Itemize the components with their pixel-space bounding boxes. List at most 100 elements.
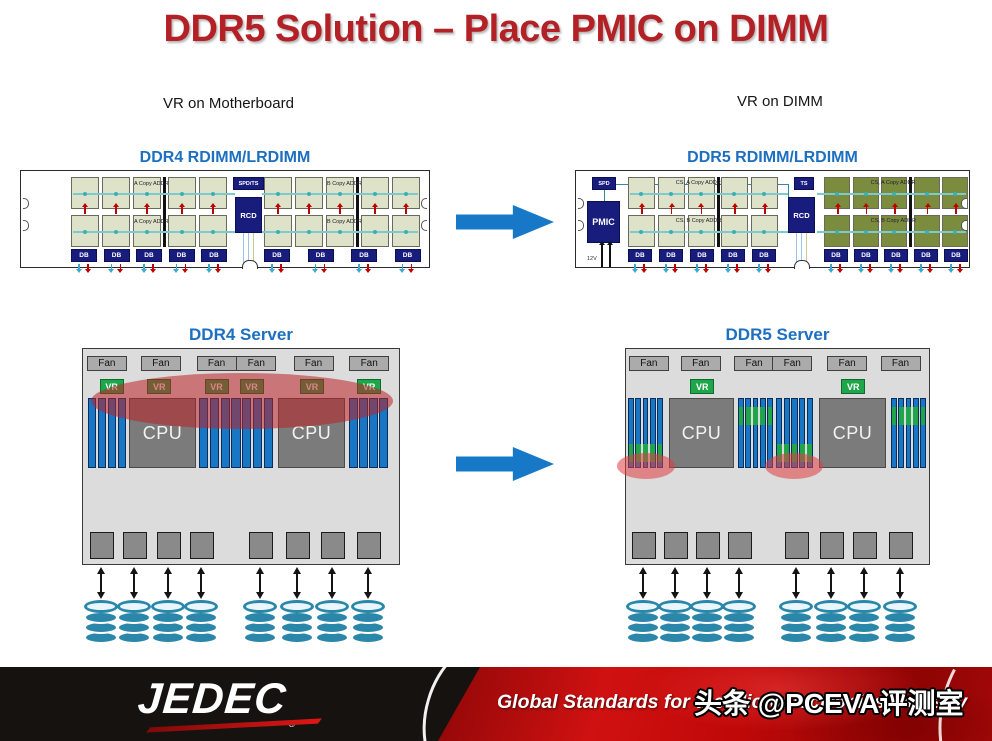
bus-dot (276, 191, 280, 196)
bus-dot (953, 191, 958, 196)
edge-notch (578, 220, 584, 231)
footer: JEDEC® Global Standards for the Microele… (0, 667, 992, 741)
power-arrow-icon (119, 264, 121, 269)
data-arrow-icon (727, 264, 729, 269)
bus-dot (953, 229, 958, 234)
bus-dot (835, 229, 839, 234)
io-arrow-icon (674, 574, 677, 592)
power-arrow-icon (367, 264, 369, 269)
rank-divider (356, 177, 359, 247)
power-arrow-icon (410, 264, 412, 269)
data-arrow-icon (830, 264, 832, 269)
power-arrow-icon (959, 264, 961, 269)
pmic-segment (776, 443, 782, 462)
power-arrow-icon (837, 207, 839, 214)
disk-stack (722, 600, 757, 646)
data-arrow-icon (314, 264, 316, 269)
chip-label: CS, A Copy ADDR (675, 180, 721, 186)
dimm-bar (88, 398, 97, 468)
jedec-logo: JEDEC® (136, 675, 322, 733)
data-arrow-icon (890, 264, 892, 269)
data-arrow-icon (920, 264, 922, 269)
pmic-segment (906, 407, 911, 425)
pmic-segment (635, 443, 641, 462)
bus-dot (762, 191, 767, 196)
disk-ring (84, 600, 119, 613)
pmic-input-arrow-icon (601, 245, 603, 267)
chip-label: CS, A Copy ADDR (870, 180, 916, 186)
address-bus (73, 231, 235, 233)
pmic-segment (753, 407, 758, 425)
disk-stack (847, 600, 882, 646)
footer-tagline: Global Standards for the Microelectronic… (497, 691, 968, 713)
db-chip: DB (914, 249, 938, 262)
data-arrow-icon (110, 264, 112, 269)
db-chip: DB (854, 249, 878, 262)
fan-box: Fan (236, 356, 277, 371)
power-arrow-icon (280, 264, 282, 269)
cpu-box: CPU (669, 398, 734, 468)
pmic-highlight-ellipse (765, 453, 823, 479)
data-arrow-icon (208, 264, 210, 269)
address-bus (630, 193, 788, 195)
bus-dot (338, 229, 342, 234)
data-arrow-icon (860, 264, 862, 269)
db-chip: DB (307, 249, 334, 262)
power-arrow-icon (767, 264, 769, 269)
rank-divider (716, 177, 720, 247)
power-arrow-icon (705, 264, 707, 269)
ddr5-dimm-diagram: CS, A Copy ADDR CS, B Copy ADDR CS, A Copy… (575, 170, 970, 269)
db-chip: DB (690, 249, 714, 262)
chip-label: CS, B Copy ADDR (870, 218, 917, 224)
bus-dot (732, 191, 737, 196)
disk-stack (314, 600, 349, 646)
io-arrow-icon (200, 574, 203, 592)
data-arrow-icon (758, 264, 760, 269)
transition-arrow-icon (456, 447, 554, 481)
edge-notch (23, 220, 29, 231)
io-arrow-icon (898, 574, 901, 592)
fan-box: Fan (140, 356, 181, 371)
bus-dot (762, 229, 767, 234)
bus-dot (373, 191, 377, 196)
address-bus (817, 193, 966, 195)
power-arrow-icon (734, 207, 736, 214)
dimm-bar (905, 398, 912, 468)
rcd-trace (806, 233, 807, 263)
bus-dot (180, 191, 184, 196)
edge-notch (421, 198, 427, 209)
dimm-bar (759, 398, 766, 468)
pmic-highlight-ellipse (616, 453, 675, 479)
power-arrow-icon (217, 264, 219, 269)
rcd-trace (801, 233, 802, 263)
db-chip: DB (721, 249, 745, 262)
dimm-bar (898, 398, 905, 468)
bus-dot (180, 229, 184, 234)
power-arrow-icon (894, 207, 896, 214)
pmic-segment (760, 407, 766, 425)
io-module (249, 532, 274, 559)
bus-dot (698, 229, 703, 234)
power-arrow-icon (674, 264, 676, 269)
bus-dot (307, 229, 311, 234)
disk-ring (351, 600, 386, 613)
power-arrow-icon (277, 207, 279, 214)
disk-ring (150, 600, 185, 613)
bus-dot (639, 191, 643, 196)
data-arrow-icon (950, 264, 952, 269)
db-chip: DB (201, 249, 227, 262)
address-bus (73, 193, 235, 195)
bus-dot (924, 229, 929, 234)
fan-box: Fan (734, 356, 775, 371)
io-arrow-icon (706, 574, 709, 592)
power-arrow-icon (308, 207, 310, 214)
io-module (664, 532, 689, 559)
db-chip: DB (136, 249, 162, 262)
pmic-segment (799, 443, 805, 462)
io-arrow-icon (295, 574, 298, 592)
rank-divider (163, 177, 166, 247)
dimm-bar (752, 398, 759, 468)
data-arrow-icon (634, 264, 636, 269)
data-arrow-icon (175, 264, 177, 269)
io-module (853, 532, 878, 559)
